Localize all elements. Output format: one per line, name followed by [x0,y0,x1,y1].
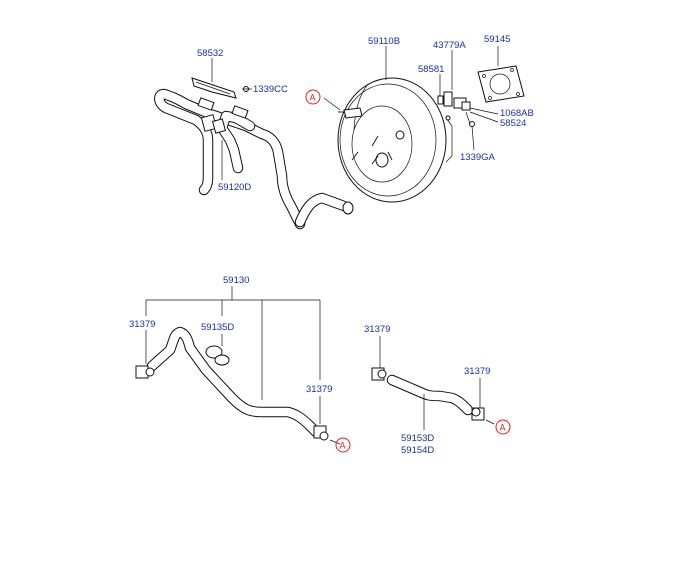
svg-text:A: A [340,441,346,451]
leaders-59153d [379,336,495,430]
label-59110b: 59110B [368,36,400,47]
label-58524: 58524 [500,118,526,129]
label-31379-right-b: 31379 [464,366,490,377]
svg-text:A: A [310,93,316,103]
label-31379-mid: 31379 [306,384,332,395]
label-58532: 58532 [197,48,223,59]
reference-marker-top: A [305,89,321,105]
label-59130: 59130 [223,275,249,286]
gasket-59145 [477,65,525,103]
label-1339ga: 1339GA [460,152,496,163]
label-59154d: 59154D [401,445,434,456]
bracket-58532 [191,77,250,99]
vacuum-hose-59130 [135,326,329,441]
vacuum-hose-59120d [154,88,354,230]
brake-booster-59110b [337,77,453,203]
label-1339cc: 1339CC [253,84,288,95]
reference-marker-bottom-right: A [495,419,511,435]
leaders-59130 [145,286,341,445]
booster-fittings [437,91,475,127]
label-59145: 59145 [484,34,510,45]
label-59135d: 59135D [201,322,234,333]
svg-text:A: A [500,423,506,433]
label-59153d: 59153D [401,433,434,444]
label-58581: 58581 [418,64,444,75]
label-59120d: 59120D [218,182,251,193]
label-31379-left: 31379 [129,319,155,330]
label-1068ab: 1068AB [500,108,534,119]
reference-marker-bottom-left: A [335,437,351,453]
label-43779a: 43779A [433,40,466,51]
label-31379-right-a: 31379 [364,324,390,335]
leaders-top [211,46,499,180]
vacuum-hose-59153d [371,367,485,421]
